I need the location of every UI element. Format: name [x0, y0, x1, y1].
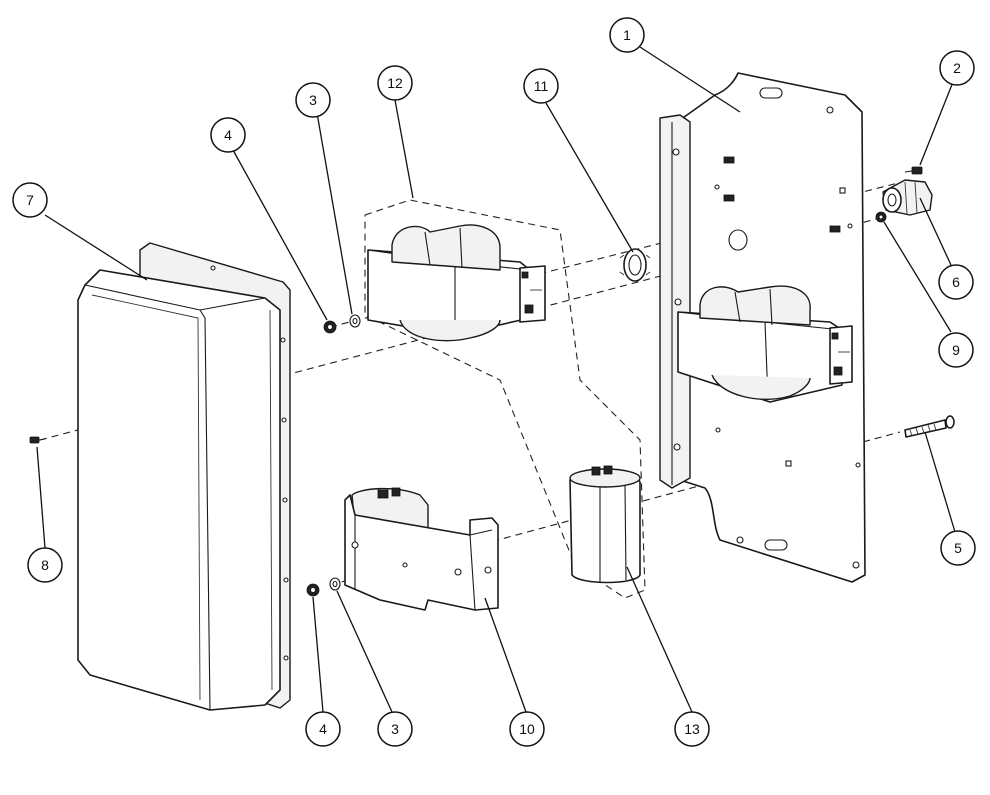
- callout-12: 12: [377, 65, 413, 101]
- enclosure-cover: [77, 242, 291, 711]
- callout-number: 4: [224, 127, 232, 143]
- callout-4: 4: [210, 117, 246, 153]
- mounting-plate: [659, 72, 866, 583]
- callout-number: 6: [952, 274, 960, 290]
- callout-8: 8: [27, 547, 63, 583]
- callout-number: 4: [319, 721, 327, 737]
- callout-number: 13: [684, 721, 700, 737]
- long-bolt: [904, 415, 955, 438]
- callout-number: 12: [387, 75, 403, 91]
- callout-10: 10: [509, 711, 545, 747]
- locknut: [619, 248, 651, 282]
- nut-and-washer-lower: [306, 577, 341, 597]
- callout-number: 1: [623, 27, 631, 43]
- callout-number: 3: [309, 92, 317, 108]
- callout-2: 2: [939, 50, 975, 86]
- leader-lines: [36, 46, 956, 713]
- callout-13: 13: [674, 711, 710, 747]
- callout-number: 10: [519, 721, 535, 737]
- nut-and-washer-upper: [323, 314, 361, 334]
- capacitor: [569, 465, 641, 584]
- callout-number: 11: [534, 78, 549, 94]
- callout-number: 2: [953, 60, 961, 76]
- screw-small: [29, 436, 46, 444]
- callout-11: 11: [523, 68, 559, 104]
- callout-3-lower: 3: [377, 711, 413, 747]
- callout-6: 6: [938, 264, 974, 300]
- cord-grip-assembly: [875, 166, 933, 223]
- callout-number: 3: [391, 721, 399, 737]
- ballast-transformer: [367, 224, 546, 342]
- callout-number: 9: [952, 342, 960, 358]
- callout-3: 3: [295, 82, 331, 118]
- callout-number: 8: [41, 557, 49, 573]
- callout-9: 9: [938, 332, 974, 368]
- callout-5: 5: [940, 530, 976, 566]
- callout-1: 1: [609, 17, 645, 53]
- capacitor-bracket: [344, 487, 499, 611]
- callout-7: 7: [12, 182, 48, 218]
- callout-number: 7: [26, 192, 34, 208]
- callout-4-lower: 4: [305, 711, 341, 747]
- callout-number: 5: [954, 540, 962, 556]
